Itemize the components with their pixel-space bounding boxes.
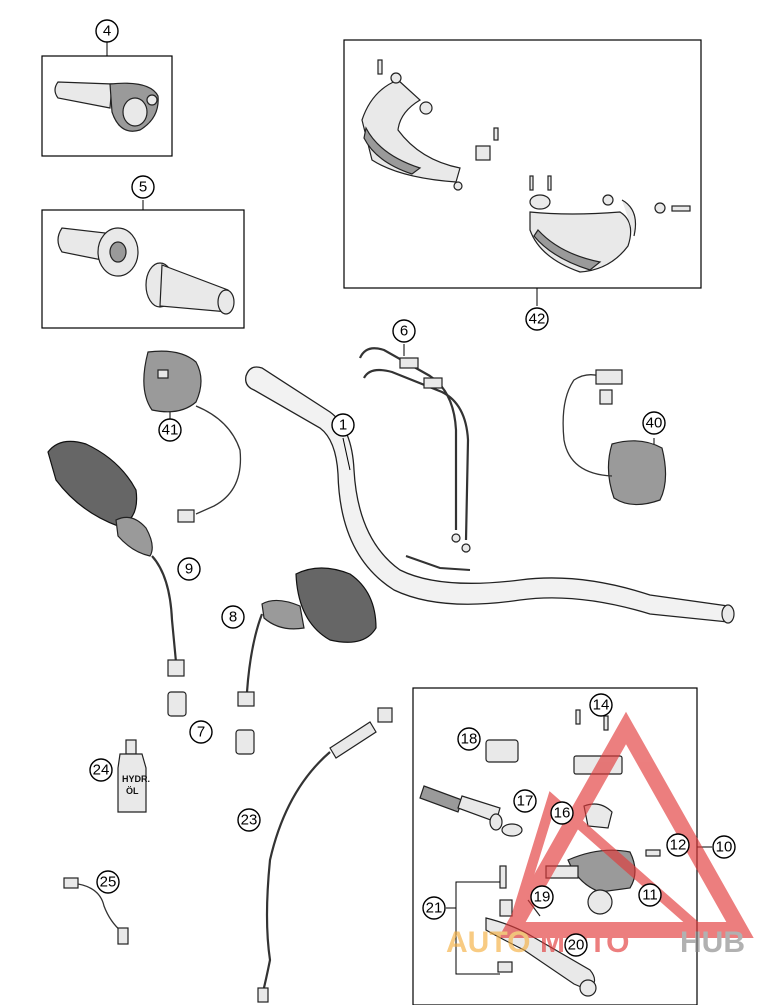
callout-16: 16	[550, 801, 574, 825]
callout-5: 5	[131, 175, 155, 199]
callout-8: 8	[221, 605, 245, 629]
svg-text:1: 1	[339, 417, 347, 434]
svg-text:5: 5	[139, 179, 147, 196]
svg-text:20: 20	[568, 937, 585, 954]
watermark: AUTO MOTO HUB	[446, 711, 754, 959]
bottle-label-line2: ÖL	[126, 786, 139, 796]
callout-12: 12	[666, 833, 690, 857]
callouts: 1 4 5 6 7 8 9 10 11 12 14 16 17 18 19 20…	[89, 19, 736, 957]
callout-9: 9	[177, 557, 201, 581]
part-group-5	[41, 200, 245, 329]
speedo-cable-23	[257, 707, 393, 1003]
svg-text:10: 10	[716, 839, 733, 856]
svg-text:25: 25	[100, 874, 117, 891]
callout-24: 24	[89, 758, 113, 782]
watermark-text-hub: HUB	[680, 926, 745, 959]
callout-20: 20	[564, 933, 588, 957]
svg-text:19: 19	[534, 889, 551, 906]
part-group-4	[41, 42, 173, 157]
svg-text:14: 14	[593, 697, 610, 714]
grip-right	[145, 262, 235, 315]
svg-text:9: 9	[185, 561, 193, 578]
callout-14: 14	[589, 693, 613, 717]
svg-text:11: 11	[642, 887, 658, 904]
watermark-text-auto: AUTO	[446, 926, 530, 959]
svg-text:23: 23	[241, 812, 258, 829]
svg-text:6: 6	[400, 323, 408, 340]
callout-6: 6	[392, 319, 416, 343]
callout-25: 25	[96, 870, 120, 894]
switch-40	[562, 369, 667, 506]
callout-40: 40	[642, 411, 666, 435]
throttle-cables	[358, 347, 471, 553]
switch-41	[143, 350, 242, 523]
handguard-right	[529, 175, 691, 273]
mirror-left	[47, 440, 185, 677]
svg-text:16: 16	[554, 805, 571, 822]
svg-text:8: 8	[229, 609, 237, 626]
callout-21: 21	[422, 896, 446, 920]
callout-11: 11	[638, 883, 662, 907]
callout-19: 19	[530, 885, 554, 909]
callout-41: 41	[158, 418, 182, 442]
mirror-right	[237, 567, 377, 707]
svg-text:7: 7	[197, 724, 205, 741]
mirror-adapter-7	[167, 691, 255, 755]
svg-text:41: 41	[162, 422, 179, 439]
callout-10: 10	[712, 835, 736, 859]
bottle-label-line1: HYDR.	[122, 774, 150, 784]
svg-text:17: 17	[517, 793, 534, 810]
callout-17: 17	[513, 789, 537, 813]
callout-1: 1	[331, 413, 355, 437]
callout-42: 42	[525, 307, 549, 331]
handlebar	[245, 366, 735, 624]
callout-7: 7	[189, 720, 213, 744]
throttle-grip	[54, 81, 159, 132]
svg-text:4: 4	[103, 23, 111, 40]
callout-18: 18	[457, 727, 481, 751]
frame-42	[343, 39, 702, 289]
handguard-left	[361, 59, 499, 191]
part-group-42	[343, 39, 702, 306]
grip-left	[57, 227, 139, 277]
svg-text:40: 40	[646, 415, 663, 432]
svg-text:21: 21	[426, 900, 443, 917]
sensor-25	[63, 877, 129, 945]
svg-text:24: 24	[93, 762, 110, 779]
svg-text:18: 18	[461, 731, 478, 748]
callout-4: 4	[95, 19, 119, 43]
svg-text:42: 42	[529, 311, 546, 328]
svg-text:12: 12	[670, 837, 687, 854]
callout-23: 23	[237, 808, 261, 832]
hydraulic-oil-bottle: HYDR. ÖL	[117, 739, 150, 813]
